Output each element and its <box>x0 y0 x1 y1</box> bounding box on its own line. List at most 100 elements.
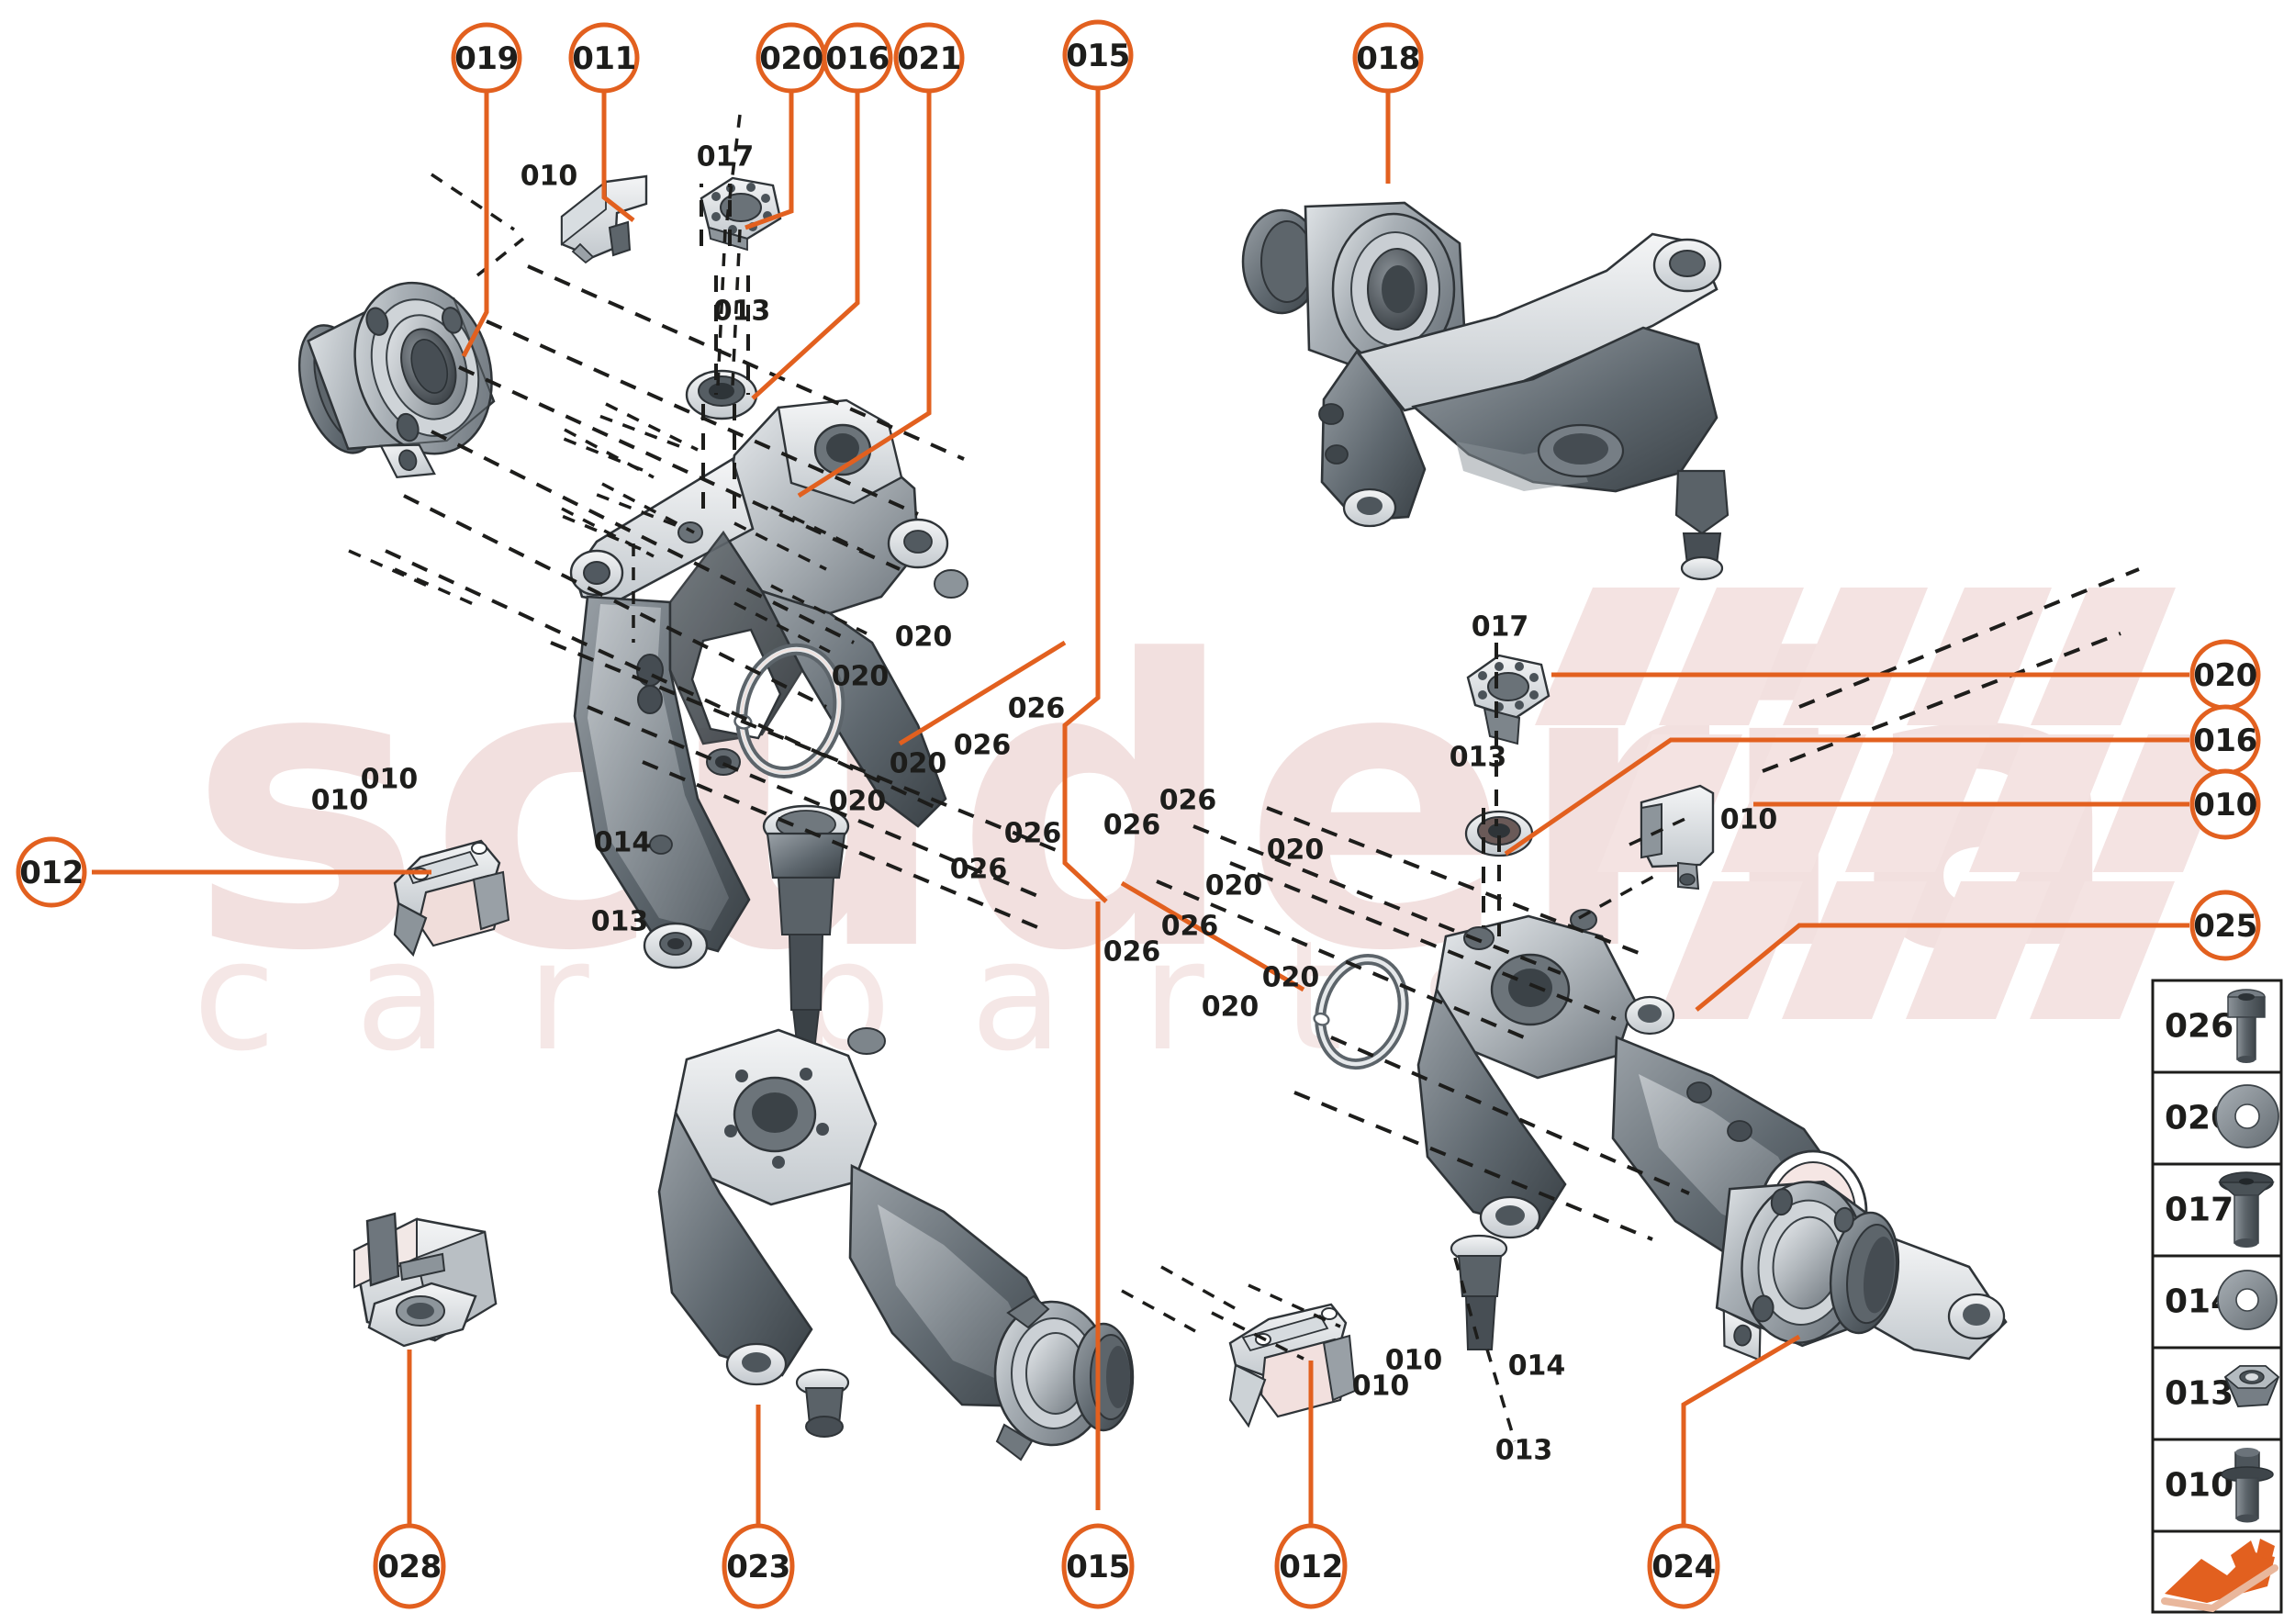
callout-label: 018 <box>1356 40 1419 77</box>
part-label: 010 <box>311 785 369 817</box>
part-label: 010 <box>1385 1345 1443 1377</box>
dashed-group-knuckle-detail <box>348 114 742 643</box>
dashed-group-right <box>1121 567 2140 1442</box>
part-label-text: 013 <box>1495 1435 1553 1467</box>
callout-021[interactable]: 021 <box>893 22 965 94</box>
part-label: 020 <box>829 786 887 818</box>
part-label-text: 026 <box>1103 936 1161 969</box>
part-label: 014 <box>1508 1350 1566 1383</box>
legend-row-026[interactable]: 026 <box>2151 979 2283 1074</box>
part-label: 013 <box>713 296 771 328</box>
part-015-retaining-ring-right <box>1313 953 1409 1070</box>
callout-label: 020 <box>759 40 823 77</box>
legend-row-014[interactable]: 014 <box>2151 1254 2283 1350</box>
callout-012-left[interactable]: 012 <box>16 836 87 908</box>
part-label-text: 014 <box>594 827 652 859</box>
part-label: 026 <box>1103 810 1161 842</box>
callout-label: 016 <box>2193 722 2256 759</box>
part-label-text: 014 <box>1508 1350 1566 1383</box>
callout-010-right[interactable]: 010 <box>2189 768 2261 840</box>
legend-row-017[interactable]: 017 <box>2151 1162 2283 1258</box>
callout-016-top[interactable]: 016 <box>822 22 893 94</box>
part-label: 020 <box>1267 834 1325 867</box>
callout-020-right[interactable]: 020 <box>2189 639 2261 711</box>
part-label-text: 026 <box>1008 693 1066 725</box>
callout-label: 021 <box>897 40 960 77</box>
callout-011[interactable]: 011 <box>568 22 640 94</box>
callout-label: 023 <box>726 1549 789 1585</box>
legend-row-020[interactable]: 020 <box>2151 1070 2283 1166</box>
part-label: 010 <box>1352 1371 1410 1403</box>
part-label-text: 020 <box>895 622 953 654</box>
leader-019 <box>461 90 489 358</box>
part-label-text: 010 <box>311 785 369 817</box>
part-label-text: 017 <box>1472 611 1529 644</box>
part-label: 026 <box>1103 936 1161 969</box>
part-label: 020 <box>890 748 947 780</box>
leader-016-right <box>1504 737 2189 857</box>
callout-024[interactable]: 024 <box>1647 1523 1720 1609</box>
part-label-text: 026 <box>1103 810 1161 842</box>
callout-label: 012 <box>19 855 83 891</box>
part-label: 020 <box>895 622 953 654</box>
part-label-text: 020 <box>1202 991 1259 1024</box>
part-label: 020 <box>1262 962 1320 994</box>
leader-024 <box>1681 1334 1801 1529</box>
part-017-flange-bolt-right <box>1466 654 1551 745</box>
callout-label: 011 <box>572 40 635 77</box>
part-010-bracket-right <box>1640 784 1715 890</box>
part-012-bracket-left <box>393 839 510 958</box>
part-label: 013 <box>1495 1435 1553 1467</box>
flange-head-bolt-icon <box>2218 1171 2275 1248</box>
part-label-text: 026 <box>954 730 1012 762</box>
part-label-text: 020 <box>1262 962 1320 994</box>
flat-washer-icon <box>2215 1084 2279 1148</box>
leader-025-right <box>1695 923 2189 1012</box>
callout-label: 016 <box>825 40 889 77</box>
legend-row-013[interactable]: 013 <box>2151 1346 2283 1441</box>
callout-015-top[interactable]: 015 <box>1062 19 1134 91</box>
callout-015-bottom[interactable]: 015 <box>1061 1523 1135 1609</box>
callout-016-right[interactable]: 016 <box>2189 704 2261 776</box>
callout-018[interactable]: 018 <box>1352 22 1424 94</box>
callout-label: 020 <box>2193 657 2256 694</box>
callout-label: 025 <box>2193 908 2256 945</box>
part-011-brake-hose-bracket <box>560 174 648 264</box>
part-label: 026 <box>1008 693 1066 725</box>
legend-row-flag[interactable] <box>2151 1529 2283 1614</box>
part-label-text: 010 <box>1385 1345 1443 1377</box>
legend-row-010[interactable]: 010 <box>2151 1438 2283 1533</box>
part-019-wheel-hub-bearing-assembly <box>297 281 496 478</box>
checkered-flag-icon <box>2161 1539 2278 1613</box>
part-label-text: 010 <box>521 161 578 193</box>
callout-label: 015 <box>1066 1549 1129 1585</box>
part-023-steering-knuckle-assembly-lower-left <box>657 1027 1135 1462</box>
callout-012-bottom[interactable]: 012 <box>1274 1523 1348 1609</box>
leader-020-mid <box>898 640 1067 746</box>
part-label-text: 020 <box>1205 870 1263 902</box>
leader-011 <box>601 90 635 222</box>
part-label: 017 <box>1472 611 1529 644</box>
part-018-steering-knuckle-assembly-upper-right <box>1241 201 1730 581</box>
part-label-text: 026 <box>1004 818 1062 850</box>
callout-028[interactable]: 028 <box>373 1523 446 1609</box>
part-024-wheel-hub-bearing-assembly-right <box>1715 1180 1900 1362</box>
callout-023[interactable]: 023 <box>722 1523 795 1609</box>
leader-021 <box>797 90 932 498</box>
callout-025-right[interactable]: 025 <box>2189 890 2261 961</box>
part-label: 026 <box>950 854 1008 886</box>
part-label-text: 020 <box>832 661 890 693</box>
legend-code: 013 <box>2165 1375 2233 1413</box>
part-label-text: 020 <box>890 748 947 780</box>
leader-016 <box>751 90 860 400</box>
part-label: 010 <box>1720 804 1778 836</box>
part-016-retaining-ring-left <box>733 643 845 779</box>
part-label: 026 <box>954 730 1012 762</box>
part-label: 020 <box>1205 870 1263 902</box>
callout-019[interactable]: 019 <box>451 22 522 94</box>
callout-label: 028 <box>377 1549 441 1585</box>
